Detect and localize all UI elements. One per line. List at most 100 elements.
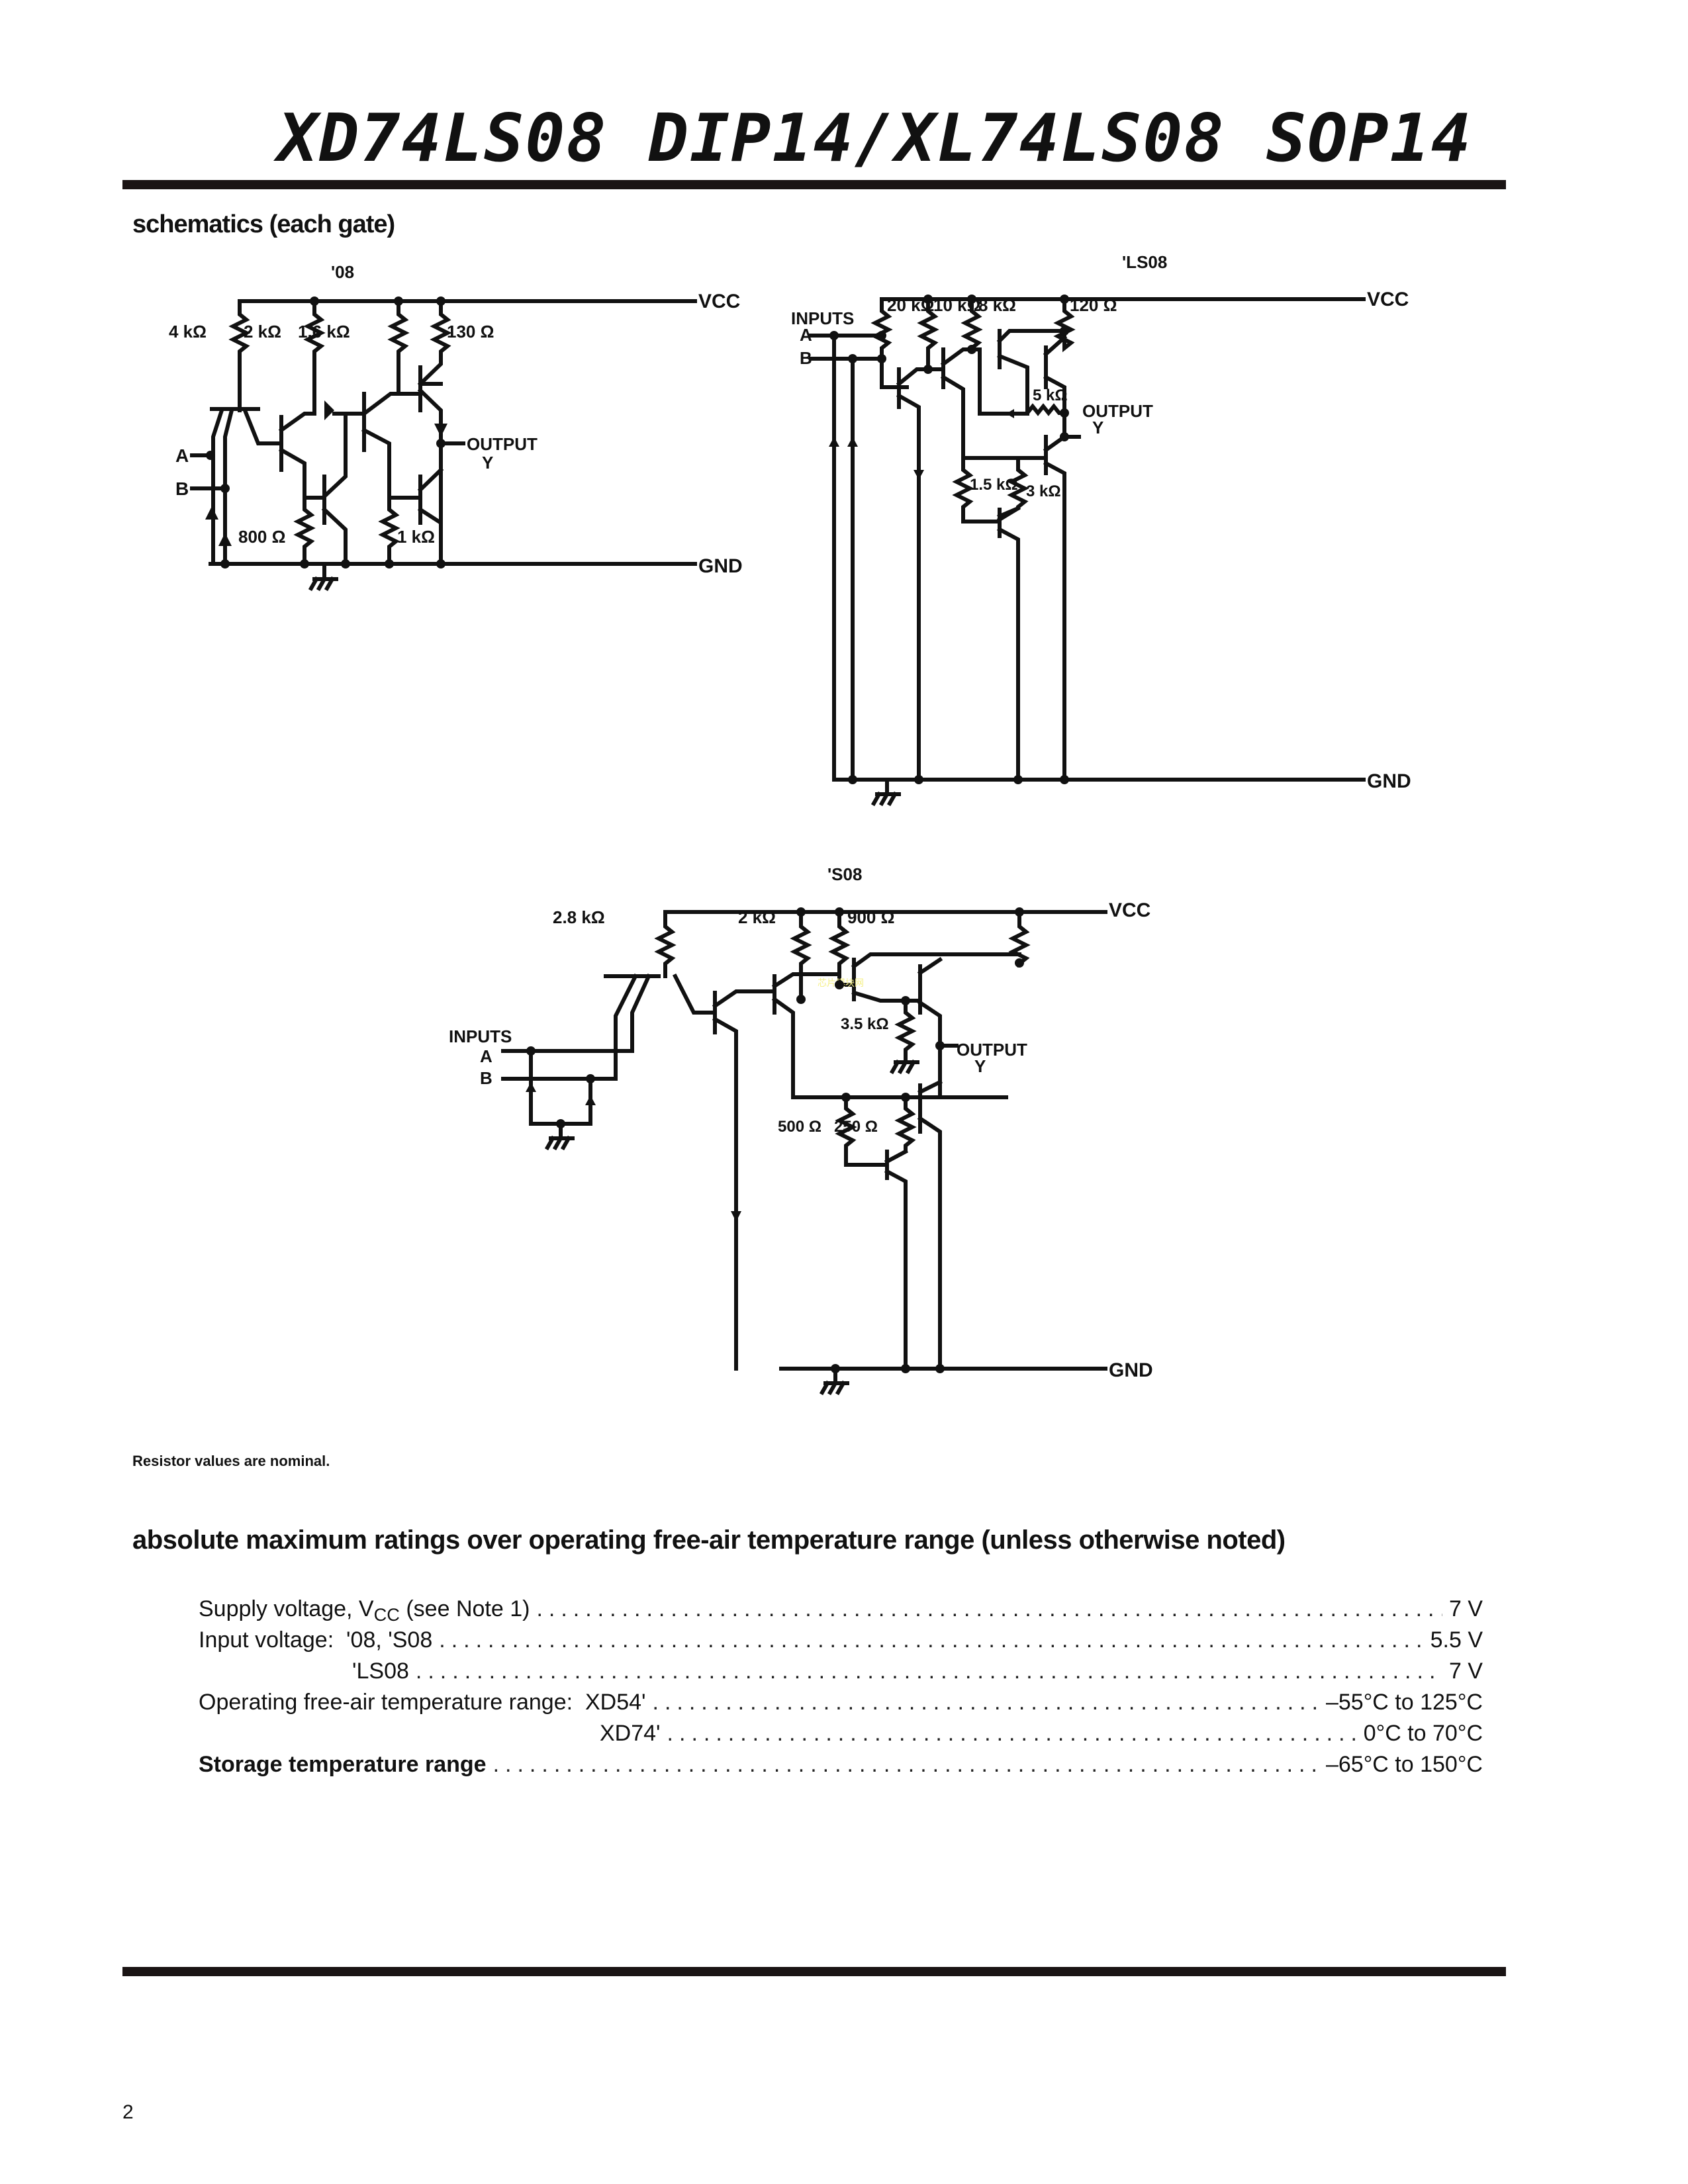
ratings-table: Supply voltage, VCC (see Note 1) 7 V Inp… (199, 1596, 1483, 1783)
output-diode-icon (434, 424, 447, 437)
rating-value: 0°C to 70°C (1363, 1721, 1483, 1746)
resistor-value: 2 kΩ (738, 907, 776, 927)
ground-icon (819, 1367, 849, 1396)
rating-value: 5.5 V (1430, 1627, 1483, 1653)
resistor-value: 8 kΩ (978, 295, 1016, 315)
header-rule (122, 180, 1506, 189)
schematic-s08: 'S08 VCC GND INPUTS A B 2.8 kΩ 2 kΩ 900 … (449, 864, 1153, 1396)
rating-qualifier: 'LS08 (352, 1659, 409, 1684)
rating-value: –65°C to 150°C (1325, 1752, 1483, 1777)
resistor (303, 299, 326, 416)
clamp-diode-icon (526, 1082, 536, 1092)
input-a-label: A (175, 445, 189, 466)
schematic-08-label: '08 (331, 262, 354, 282)
resistor (228, 299, 251, 412)
transistor-network (712, 952, 1021, 1371)
input-a-label: A (800, 325, 812, 345)
dot-leader (667, 1721, 1357, 1747)
resistor (387, 299, 410, 392)
schematic-08: '08 VCC GND 4 kΩ 2 kΩ 1.6 kΩ 130 Ω 800 Ω… (169, 262, 743, 592)
resistor (835, 1095, 889, 1167)
resistor (293, 496, 316, 566)
rating-qualifier: XD74' (600, 1721, 661, 1746)
clamp-diode-icon (847, 437, 858, 447)
rating-row: Storage temperature range –65°C to 150°C (199, 1752, 1483, 1783)
resistor (894, 999, 917, 1054)
clamp-diode-icon (205, 506, 218, 520)
resistor-value: 3.5 kΩ (841, 1015, 889, 1033)
resistor-value: 3 kΩ (1026, 482, 1061, 500)
output-name: Y (1092, 418, 1103, 437)
rating-label-tail: (see Note 1) (399, 1596, 530, 1621)
output-name: Y (974, 1056, 986, 1076)
resistor (378, 496, 400, 566)
gnd-label: GND (1109, 1359, 1153, 1381)
input-b-label: B (175, 478, 189, 499)
transistor-network (896, 329, 1081, 782)
footer-rule (122, 1967, 1506, 1976)
resistor-value: 2 kΩ (244, 322, 281, 341)
ground-icon (308, 562, 338, 592)
resistor-value: 120 Ω (1070, 295, 1117, 315)
rating-label: Input voltage: (199, 1627, 347, 1653)
transistor (321, 412, 366, 566)
rating-row: Input voltage: '08, 'S08 5.5 V (199, 1627, 1483, 1659)
output-name: Y (482, 453, 493, 473)
resistor (917, 297, 939, 371)
rating-label: Supply voltage, V (199, 1596, 374, 1621)
resistor (417, 299, 452, 387)
dot-leader (653, 1690, 1319, 1715)
inputs-label: INPUTS (449, 1026, 512, 1046)
rating-row: Supply voltage, VCC (see Note 1) 7 V (199, 1596, 1483, 1627)
phase-splitter-transistor (278, 412, 326, 500)
schematic-ls08: 'LS08 VCC GND INPUTS A B 20 kΩ 10 kΩ 8 k… (791, 252, 1411, 807)
clamp-diode-icon (218, 533, 232, 546)
dot-leader (536, 1596, 1442, 1622)
rating-value: 7 V (1448, 1596, 1483, 1621)
resistor (1024, 403, 1066, 416)
resistor-value: 1.5 kΩ (970, 476, 1018, 494)
diode-icon (1006, 409, 1014, 418)
vcc-label: VCC (698, 291, 740, 312)
diode-icon (731, 1211, 741, 1222)
output-label: OUTPUT (1082, 401, 1153, 421)
gnd-label: GND (1367, 770, 1411, 792)
vcc-label: VCC (1367, 289, 1409, 310)
dot-leader (493, 1752, 1319, 1778)
resistor-value: 500 Ω (778, 1118, 821, 1136)
schematic-s08-label: 'S08 (827, 864, 862, 884)
rating-label-sub: CC (373, 1604, 400, 1625)
clamp-diode-icon (829, 437, 839, 447)
rating-row: Operating free-air temperature range: XD… (199, 1690, 1483, 1721)
document-title: XD74LS08 DIP14/XL74LS08 SOP14 (278, 99, 1472, 177)
rating-label: Storage temperature range (199, 1752, 487, 1777)
resistor-value: 1.6 kΩ (298, 322, 350, 341)
resistor-value: 800 Ω (238, 527, 285, 547)
resistor (952, 456, 1002, 523)
rating-label: Operating free-air temperature range: (199, 1690, 585, 1715)
clamp-diode-icon (585, 1095, 596, 1105)
output-stage (361, 365, 465, 566)
page-number: 2 (122, 2101, 134, 2123)
schematics-heading: schematics (each gate) (132, 210, 395, 238)
inputs-label: INPUTS (791, 308, 854, 328)
resistor (884, 1095, 917, 1165)
input-transistor (210, 407, 283, 566)
ground-icon (544, 1122, 575, 1151)
resistor-value: 250 Ω (834, 1118, 878, 1136)
input-lines (190, 453, 227, 490)
diode-icon (324, 400, 334, 420)
input-b-label: B (800, 348, 812, 368)
resistor-value: 900 Ω (847, 907, 894, 927)
resistor-note: Resistor values are nominal. (132, 1453, 330, 1469)
rating-value: –55°C to 125°C (1325, 1690, 1483, 1715)
output-label: OUTPUT (957, 1040, 1027, 1060)
resistor-value: 130 Ω (447, 322, 494, 341)
junction-dots (829, 295, 1069, 784)
resistor-value: 1 kΩ (397, 527, 435, 547)
diode-icon (914, 470, 924, 480)
input-b-label: B (480, 1068, 492, 1088)
rating-row: XD74' 0°C to 70°C (199, 1721, 1483, 1752)
dot-leader (416, 1659, 1442, 1684)
schematic-ls08-label: 'LS08 (1122, 252, 1167, 272)
